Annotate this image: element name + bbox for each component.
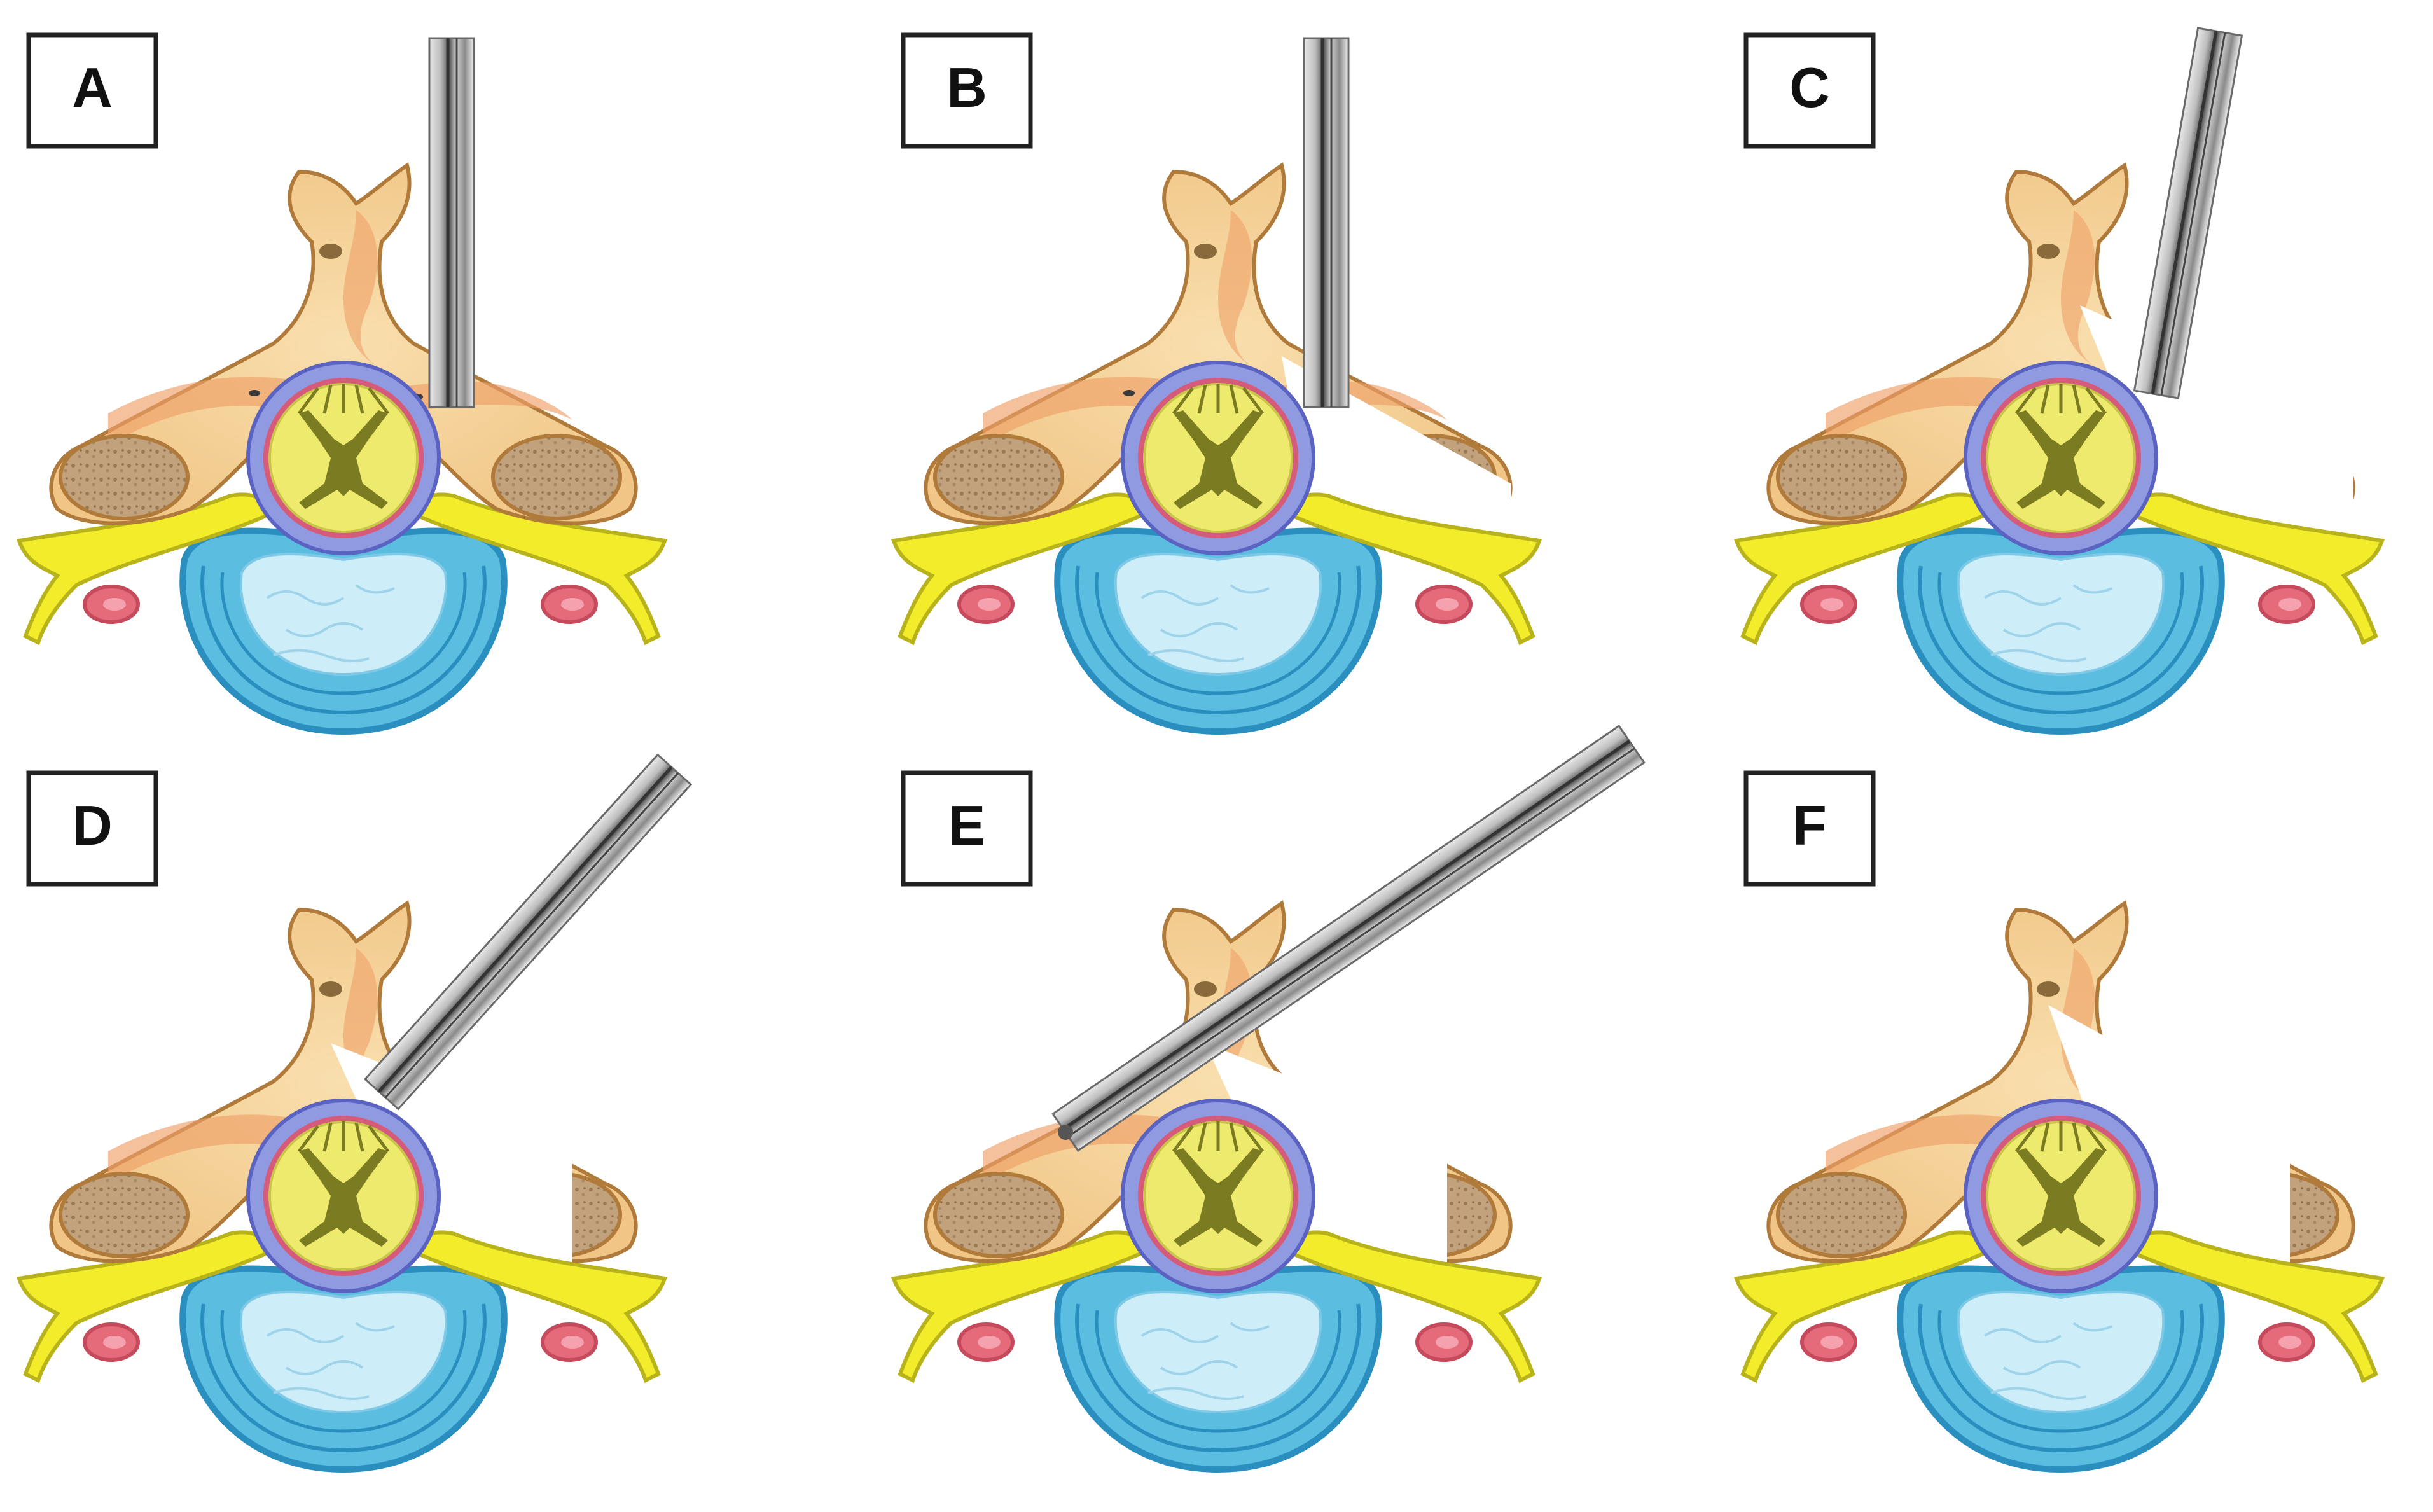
grey-matter — [2016, 1148, 2105, 1247]
panel-d: D — [17, 753, 693, 1473]
facet-right — [2208, 434, 2339, 520]
facet-right — [1366, 1172, 1497, 1258]
label-text: A — [72, 56, 113, 119]
nucleus-pulposus — [1114, 1291, 1322, 1414]
label-text: F — [1792, 794, 1827, 857]
facet-left — [933, 1172, 1064, 1258]
grey-matter — [1174, 410, 1263, 509]
panel-label-b: B — [901, 32, 1033, 149]
facet-left — [1776, 434, 1907, 520]
facet-left — [59, 434, 190, 520]
nerve-root-right — [2131, 492, 2385, 646]
surgical-instrument — [1051, 725, 1646, 1152]
facet-left — [59, 1172, 190, 1258]
panel-b: B — [891, 32, 1542, 735]
facet-right — [491, 434, 622, 520]
panel-label-e: E — [901, 770, 1033, 887]
lamina — [49, 162, 638, 525]
label-box — [901, 770, 1033, 887]
instrument-shaft — [428, 37, 475, 408]
label-box — [1743, 770, 1876, 887]
panel-label-c: C — [1743, 32, 1876, 149]
nucleus-pulposus — [239, 553, 448, 676]
nucleus-pulposus — [239, 1291, 448, 1414]
panel-c: C — [1734, 27, 2385, 735]
nerve-root-right — [1288, 1230, 1542, 1384]
nucleus-pulposus — [1957, 1291, 2165, 1414]
grey-matter — [299, 1148, 388, 1247]
panel-label-d: D — [26, 770, 158, 887]
nucleus-pulposus — [1114, 553, 1322, 676]
facet-right — [1366, 434, 1497, 520]
facet-left — [933, 434, 1064, 520]
facet-right — [491, 1172, 622, 1258]
panel-a: A — [17, 32, 667, 735]
label-box — [901, 32, 1033, 149]
label-text: B — [946, 56, 987, 119]
panel-label-f: F — [1743, 770, 1876, 887]
nerve-root-right — [1288, 492, 1542, 646]
grey-matter — [1174, 1148, 1263, 1247]
facet-right — [2208, 1172, 2339, 1258]
nerve-root-right — [2131, 1230, 2385, 1384]
panel-label-a: A — [26, 32, 158, 149]
label-text: C — [1789, 56, 1830, 119]
instrument-shaft — [363, 753, 693, 1111]
label-text: E — [948, 794, 986, 857]
label-box — [26, 770, 158, 887]
label-box — [1743, 32, 1876, 149]
panel-f: F — [1734, 770, 2385, 1473]
instrument-shaft — [2133, 27, 2243, 399]
grey-matter — [299, 410, 388, 509]
facet-left — [1776, 1172, 1907, 1258]
nerve-root-right — [413, 1230, 667, 1384]
drill-tip — [1058, 1124, 1074, 1140]
nucleus-pulposus — [1957, 553, 2165, 676]
label-box — [26, 32, 158, 149]
grey-matter — [2016, 410, 2105, 509]
surgical-instrument — [363, 753, 693, 1111]
surgical-instrument — [1303, 37, 1350, 408]
surgical-instrument — [2133, 27, 2243, 399]
instrument-shaft — [1303, 37, 1350, 408]
surgical-instrument — [428, 37, 475, 408]
panel-e: E — [891, 725, 1646, 1473]
label-text: D — [72, 794, 113, 857]
